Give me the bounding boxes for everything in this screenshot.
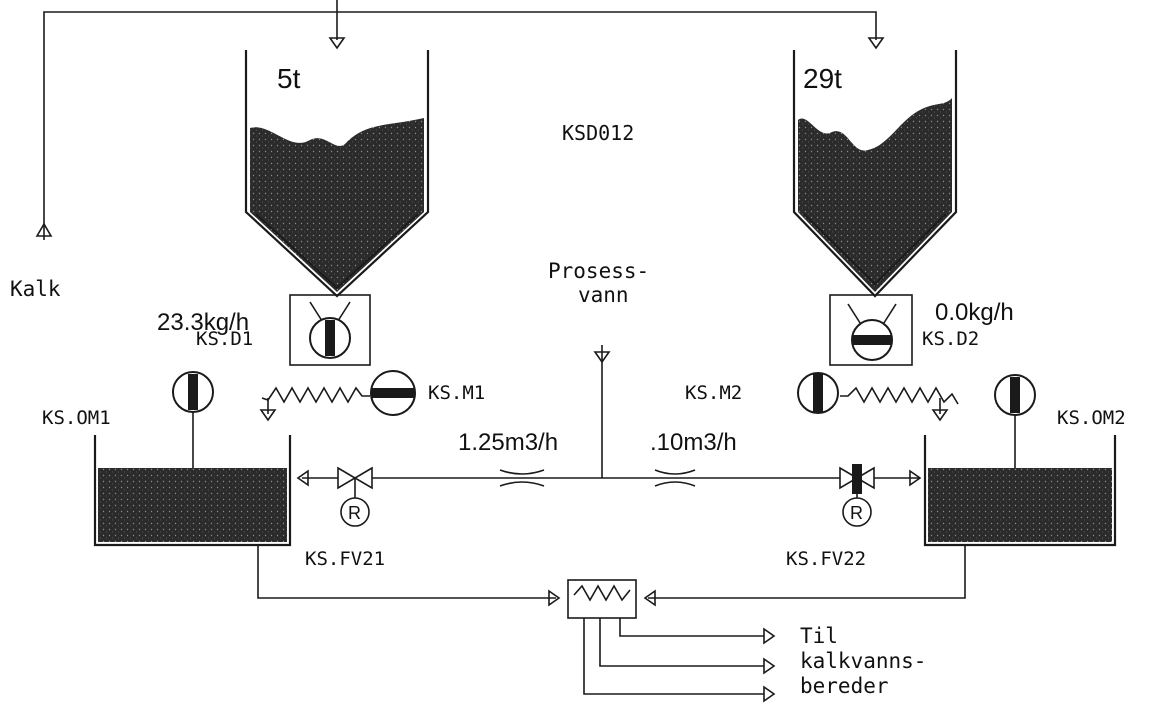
valve-right-id: KS.FV22 <box>786 548 866 570</box>
destination-line-1: Til <box>800 624 838 648</box>
motor-right <box>797 372 839 414</box>
silo-left-inlet-arrow-icon <box>328 37 346 50</box>
flow-right: .10m3/h <box>650 429 737 456</box>
actuator-left-label: R <box>348 503 361 523</box>
silo-right-level: 29t <box>803 63 842 94</box>
actuator-right-icon <box>842 497 872 527</box>
destination-line-2: kalkvanns- <box>800 649 926 673</box>
mixer-tank-left <box>93 371 292 547</box>
orifice-right-icon <box>654 469 696 487</box>
outlet-arrow-2-icon <box>763 657 776 675</box>
silo-left-level: 5t <box>277 63 301 94</box>
process-water-label-2: vann <box>578 283 629 307</box>
outlet-lines <box>257 545 966 607</box>
feeder-right-id: KS.D2 <box>922 328 979 350</box>
feeder-left-id: KS.D1 <box>196 328 253 350</box>
process-water-arrow-icon <box>593 351 611 364</box>
inlet-left-arrow-icon <box>296 469 309 487</box>
valve-right-icon <box>839 466 859 490</box>
outlet-arrow-3-icon <box>763 685 776 703</box>
outlet-arrow-1-icon <box>763 627 776 645</box>
valve-right <box>839 464 875 527</box>
kalk-label: Kalk <box>10 277 61 301</box>
inlet-right-arrow-icon <box>909 469 922 487</box>
feeder-left <box>289 294 371 366</box>
feeder-right <box>829 294 913 366</box>
feed-rate-right: 0.0kg/h <box>935 299 1014 326</box>
mixing-box <box>567 579 637 619</box>
mixer-tank-right <box>923 374 1117 547</box>
flow-left: 1.25m3/h <box>458 429 558 456</box>
mixer-left-id: KS.OM1 <box>42 407 111 429</box>
orifice-left-icon <box>499 469 545 487</box>
destination-lines <box>583 618 776 703</box>
valve-left <box>337 466 373 527</box>
diagram-title: KSD012 <box>562 121 634 145</box>
screw-conveyor-right <box>840 386 959 422</box>
silo-left <box>244 50 430 298</box>
actuator-right-label: R <box>850 503 863 523</box>
process-water-line <box>593 345 611 478</box>
kalk-arrow-icon <box>35 222 53 237</box>
process-water-label-1: Prosess- <box>548 259 649 283</box>
lime-supply-line <box>35 0 885 240</box>
feed-rate-left: 23.3kg/h <box>157 309 249 336</box>
actuator-left-icon <box>340 497 370 527</box>
silo-right <box>792 50 958 298</box>
destination-line-3: bereder <box>800 674 889 698</box>
mixer-right-id: KS.OM2 <box>1057 407 1126 429</box>
motor-left <box>370 370 416 416</box>
silo-right-inlet-arrow-icon <box>867 37 885 50</box>
motor-left-id: KS.M1 <box>428 382 485 404</box>
valve-left-icon <box>337 466 357 490</box>
screw-conveyor-left <box>259 386 370 422</box>
motor-right-id: KS.M2 <box>685 382 742 404</box>
valve-left-id: KS.FV21 <box>305 548 385 570</box>
water-distribution-line <box>296 469 922 487</box>
